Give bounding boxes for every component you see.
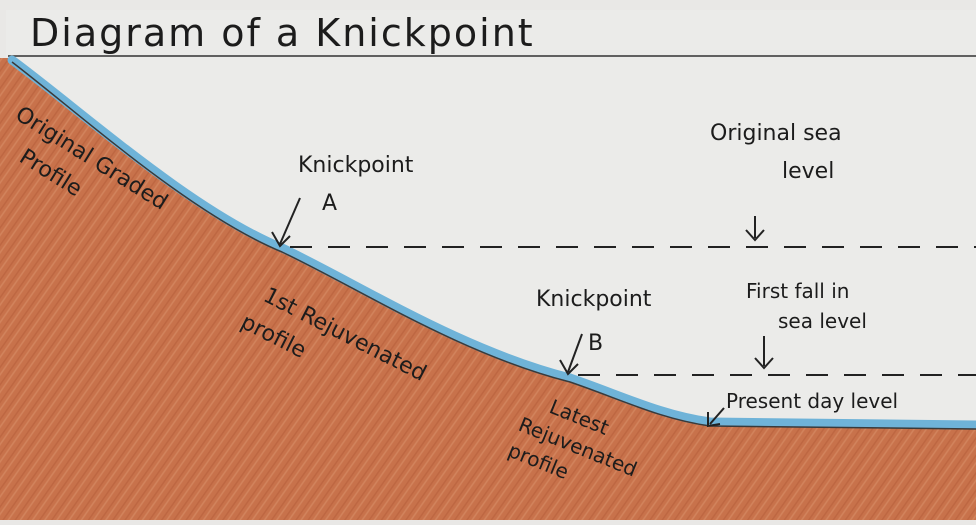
knickpoint-a-letter: A: [322, 191, 337, 216]
original-sea-level-line1: Original sea: [710, 121, 842, 146]
knickpoint-a-label: Knickpoint: [298, 153, 414, 178]
present-day-level-label: Present day level: [726, 389, 898, 413]
first-fall-line2: sea level: [778, 309, 867, 333]
diagram-title: Diagram of a Knickpoint: [30, 11, 535, 55]
knickpoint-b-label: Knickpoint: [536, 287, 652, 312]
first-fall-line1: First fall in: [746, 279, 849, 303]
knickpoint-b-letter: B: [588, 331, 603, 356]
original-sea-level-line2: level: [782, 159, 834, 184]
